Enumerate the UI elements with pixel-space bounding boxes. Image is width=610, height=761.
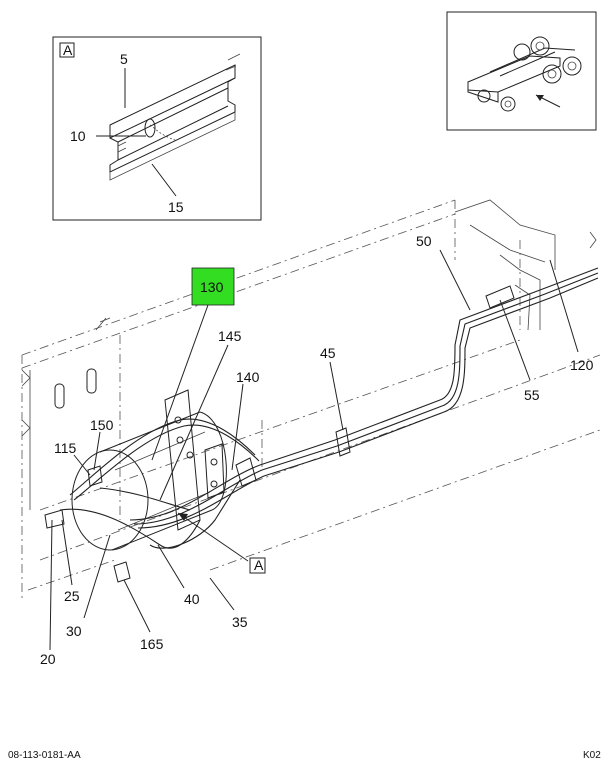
- line-clips: [44, 285, 515, 583]
- frame-rail-detail: [109, 53, 241, 181]
- callout-15: 15: [168, 199, 184, 215]
- callout-130-highlight: [191, 267, 235, 306]
- detail-a-mark-box: [59, 42, 75, 58]
- callout-140: 140: [236, 369, 260, 385]
- drawing-number: 08-113-0181-AA: [8, 750, 81, 761]
- detail-a-inset: A 5 10 15: [52, 36, 262, 221]
- callout-145: 145: [218, 328, 242, 344]
- callout-45: 45: [320, 345, 336, 361]
- callout-40: 40: [184, 591, 200, 607]
- locator-frame: [446, 11, 597, 131]
- callout-115: 115: [54, 440, 77, 456]
- callout-10: 10: [70, 128, 86, 144]
- detail-a-mark: A: [63, 42, 73, 58]
- callout-120: 120: [570, 357, 594, 373]
- callout-35: 35: [232, 614, 248, 630]
- detail-a-ref-mark: A: [254, 557, 264, 573]
- frame-crossmember: [454, 199, 597, 331]
- sheet-code: K02: [583, 750, 601, 761]
- callout-25: 25: [64, 588, 80, 604]
- callout-5: 5: [120, 51, 128, 67]
- air-lines: [59, 267, 599, 549]
- callout-55: 55: [524, 387, 540, 403]
- frame-web-left: [21, 317, 111, 510]
- detail-a-ref-box: [249, 557, 266, 574]
- callout-150: 150: [90, 417, 114, 433]
- callout-30: 30: [66, 623, 82, 639]
- tank-bracket: [164, 389, 225, 531]
- main-assembly: 130 A 145 140 45 50 55 120 150 115 25 20…: [21, 199, 601, 667]
- frame-rail-phantom: [21, 199, 601, 600]
- callout-50: 50: [416, 233, 432, 249]
- detail-a-frame: [52, 36, 262, 221]
- leader-lines: [49, 249, 579, 651]
- truck-locator-inset: [446, 11, 597, 131]
- callout-20: 20: [40, 651, 56, 667]
- callout-165: 165: [140, 636, 164, 652]
- callout-130: 130: [200, 279, 224, 295]
